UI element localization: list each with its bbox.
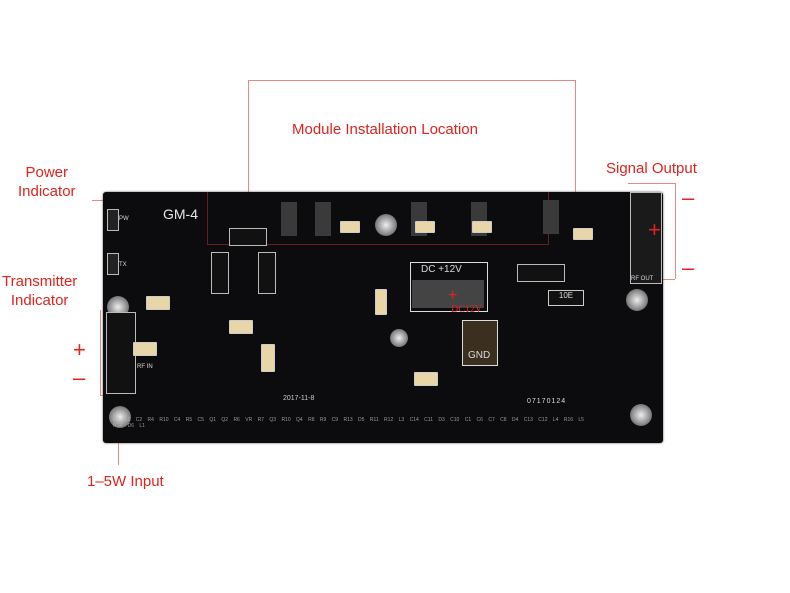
capacitor-c13 <box>573 228 593 240</box>
component-refs: C3 L2 C2 R4 R10 C4 R5 C5 Q1 Q2 R6 VR R7 … <box>113 417 584 429</box>
input-outline <box>100 310 101 395</box>
capacitor-c5 <box>261 344 275 372</box>
large-component <box>258 252 276 294</box>
dc-input-pad <box>410 262 488 312</box>
module-pad <box>281 202 297 236</box>
output-minus-bottom: – <box>682 255 695 280</box>
input-plus-label: + <box>73 337 86 362</box>
mounting-hole <box>109 406 131 428</box>
power-leader <box>92 200 104 201</box>
large-component <box>211 252 229 294</box>
gnd-label: GND <box>468 350 491 361</box>
pwr-label: PW <box>119 216 129 222</box>
output-plus: + <box>648 217 661 242</box>
capacitor-c7 <box>415 221 435 233</box>
module-outline-left <box>248 80 249 240</box>
capacitor-c8 <box>472 221 492 233</box>
capacitor-c2 <box>146 296 170 310</box>
capacitor-c4 <box>229 320 253 334</box>
module-location-label: Module Installation Location <box>292 121 478 138</box>
via-hole <box>390 329 408 347</box>
mounting-hole <box>630 404 652 426</box>
rf-out-connector <box>630 192 662 284</box>
gnd-pad <box>462 320 498 366</box>
module-pad <box>315 202 331 236</box>
capacitor-c14 <box>414 372 438 386</box>
dc-label: DC +12V <box>421 264 462 275</box>
capacitor-c6 <box>340 221 360 233</box>
signal-output-label: Signal Output <box>606 160 697 177</box>
date-label: 2017-11-8 <box>283 395 315 402</box>
input-label: 1–5W Input <box>87 473 164 490</box>
output-outline-right <box>675 183 676 279</box>
input-leader <box>118 430 119 465</box>
rf-in-label: RF IN <box>137 364 153 370</box>
output-minus-top: – <box>682 185 695 210</box>
tx-label: TX <box>119 262 127 268</box>
input-minus-label: – <box>73 365 86 390</box>
large-component <box>517 264 565 282</box>
module-outline-top <box>248 80 575 81</box>
dc-pad-metal <box>412 280 484 308</box>
rf-out-label: RF OUT <box>631 276 654 282</box>
mounting-hole <box>375 214 397 236</box>
module-outline-right <box>575 80 576 240</box>
rf-in-connector <box>106 312 136 394</box>
mounting-hole <box>626 289 648 311</box>
r16-resistor: 10E <box>548 290 584 306</box>
capacitor-c9 <box>375 289 387 315</box>
tx-led <box>107 253 119 275</box>
dc12v-red-label: DC12V <box>451 304 483 315</box>
dc-plus: + <box>448 287 458 304</box>
large-component <box>229 228 267 246</box>
pcb-board: GM-4 PW TX RF IN RF OUT DC +12V DC12V + … <box>103 192 663 443</box>
serial-label: 07170124 <box>527 398 567 405</box>
model-label: GM-4 <box>163 206 198 222</box>
power-led <box>107 209 119 231</box>
output-outline-top <box>628 183 675 184</box>
module-pad <box>543 200 559 234</box>
capacitor-c1 <box>133 342 157 356</box>
